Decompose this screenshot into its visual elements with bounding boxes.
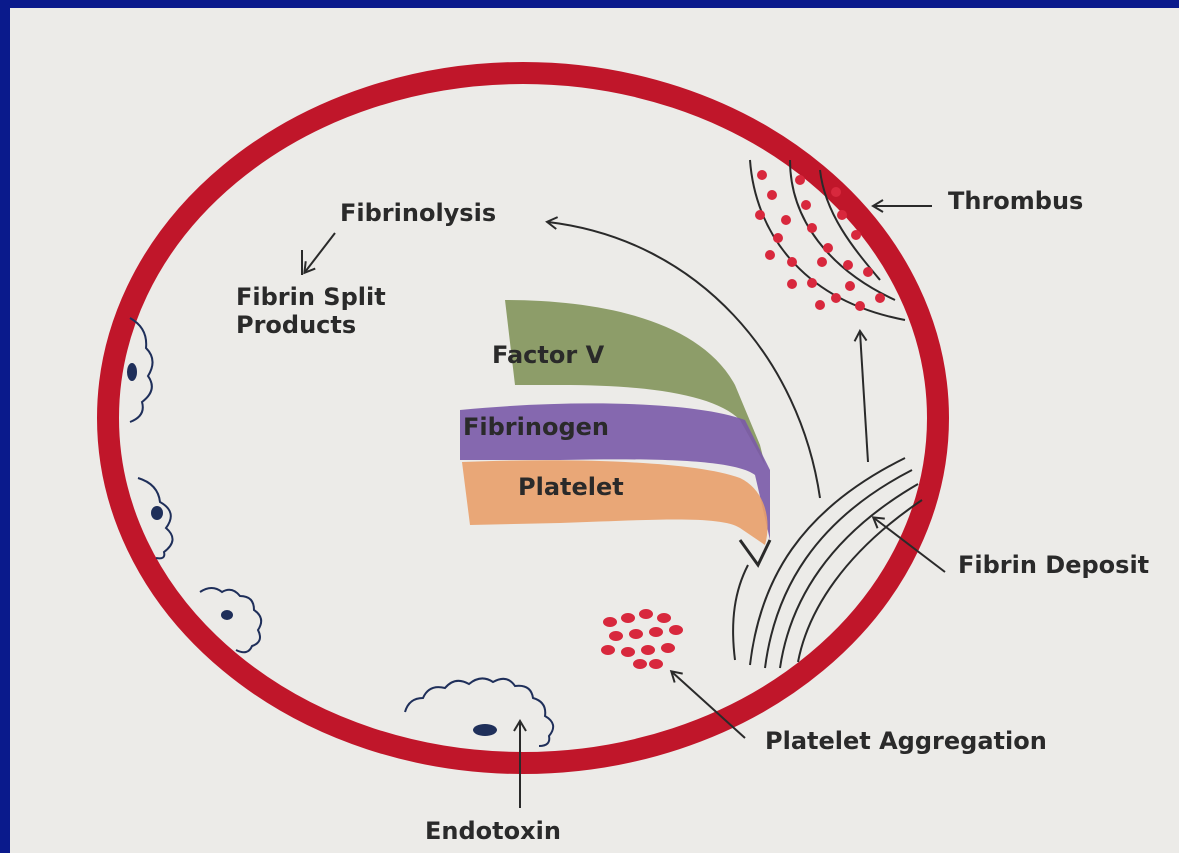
layers-down-arrow: [740, 540, 770, 565]
label-factor-v: Factor V: [492, 342, 604, 370]
label-platelet: Platelet: [518, 474, 624, 502]
endotoxin-nucleus: [473, 724, 497, 736]
label-fibrinolysis: Fibrinolysis: [340, 200, 496, 228]
fibrin-split-arrow: [305, 233, 335, 272]
endotoxin-cell: [405, 678, 553, 746]
cell-nucleus-middle: [151, 506, 163, 520]
thrombus-up-arrow: [860, 332, 868, 462]
cell-nucleus-upper: [127, 363, 137, 381]
label-fibrinogen: Fibrinogen: [463, 414, 609, 442]
label-endotoxin: Endotoxin: [425, 818, 561, 846]
platelet-aggregation-dots: [601, 609, 683, 669]
label-platelet-aggregation: Platelet Aggregation: [765, 728, 1047, 756]
label-fibrin-split-products: Fibrin Split Products: [236, 284, 426, 339]
label-fibrin-deposit: Fibrin Deposit: [958, 552, 1149, 580]
cell-nucleus-lower: [221, 610, 233, 620]
label-thrombus: Thrombus: [948, 188, 1083, 216]
